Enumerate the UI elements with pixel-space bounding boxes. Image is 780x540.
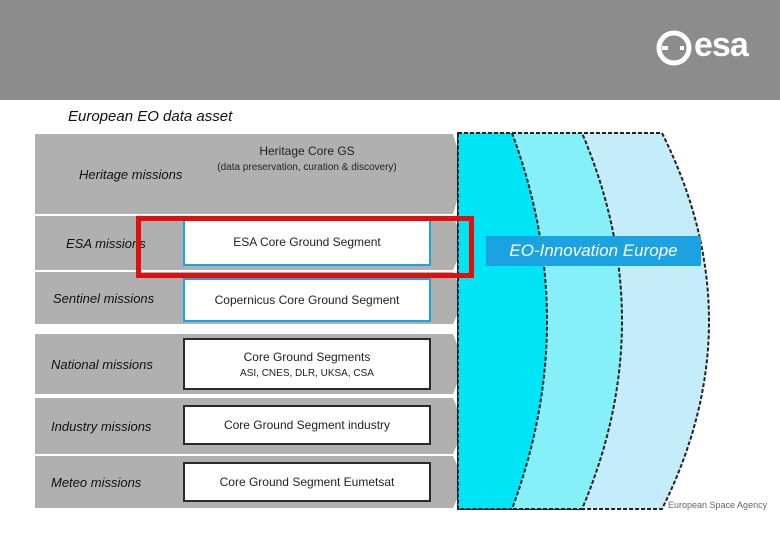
mission-row-industry: Industry missions Core Ground Segment in…: [35, 398, 465, 454]
esa-logo-text: esa: [694, 26, 749, 64]
esa-swirl-icon: [656, 30, 692, 66]
header-bar: esa: [0, 0, 780, 100]
mission-row-meteo: Meteo missions Core Ground Segment Eumet…: [35, 456, 465, 508]
segment-title: Copernicus Core Ground Segment: [214, 293, 400, 307]
mission-label: Industry missions: [51, 418, 152, 434]
innovation-label: EO-Innovation Europe: [486, 236, 701, 266]
row-band: [35, 134, 465, 214]
segment-title: Core Ground Segment Eumetsat: [219, 475, 395, 489]
segment-title: ESA Core Ground Segment: [233, 235, 381, 249]
mission-row-national: National missions Core Ground Segments A…: [35, 334, 465, 394]
segment-subtitle: ASI, CNES, DLR, UKSA, CSA: [240, 367, 374, 379]
mission-label: National missions: [51, 356, 153, 372]
page-subtitle: European EO data asset: [68, 108, 233, 125]
segment-box: Copernicus Core Ground Segment: [183, 278, 431, 322]
mission-row-sentinel: Sentinel missions Copernicus Core Ground…: [35, 272, 465, 324]
segment-box: Core Ground Segment industry: [183, 405, 431, 445]
segment-title: Heritage Core GS: [259, 143, 355, 158]
highlight-box: [136, 216, 474, 278]
mission-row-esa: ESA missions ESA Core Ground Segment: [35, 216, 465, 270]
segment-box: Core Ground Segment Eumetsat: [183, 462, 431, 502]
mission-label: Sentinel missions: [53, 290, 155, 306]
segment-box: Heritage Core GS (data preservation, cur…: [183, 134, 431, 182]
segment-subtitle: (data preservation, curation & discovery…: [217, 161, 397, 173]
mission-label: Heritage missions: [79, 166, 183, 182]
segment-title: Core Ground Segment industry: [223, 418, 391, 432]
mission-row-heritage: Heritage missions Heritage Core GS (data…: [35, 134, 465, 214]
esa-logo: esa: [656, 26, 766, 66]
innovation-arc-diagram: [457, 132, 710, 510]
mission-label: ESA missions: [66, 235, 146, 251]
arc-inner: [457, 132, 548, 510]
segment-title: Core Ground Segments: [243, 349, 371, 364]
segment-box: Core Ground Segments ASI, CNES, DLR, UKS…: [183, 338, 431, 390]
segment-box: ESA Core Ground Segment: [183, 218, 431, 266]
mission-label: Meteo missions: [51, 474, 142, 490]
footer-text: European Space Agency: [668, 500, 768, 510]
